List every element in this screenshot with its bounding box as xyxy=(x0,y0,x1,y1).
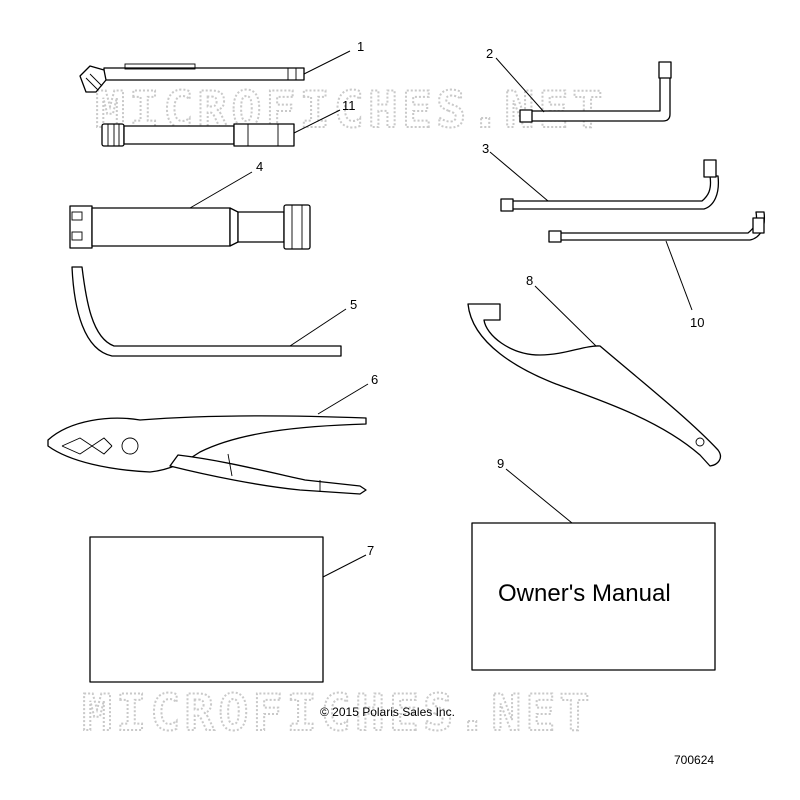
callout-4: 4 xyxy=(256,159,263,174)
callout-9: 9 xyxy=(497,456,504,471)
owners-manual-text: Owner's Manual xyxy=(498,580,671,607)
callout-5: 5 xyxy=(350,297,357,312)
callout-8: 8 xyxy=(526,273,533,288)
part-11-socket xyxy=(101,123,295,147)
part-2-torx-key xyxy=(519,61,672,123)
leader-5 xyxy=(289,308,347,347)
callout-11: 11 xyxy=(342,98,356,113)
part-5-l-key xyxy=(71,266,342,357)
part-9-owners-manual xyxy=(471,522,716,671)
callout-1: 1 xyxy=(357,39,364,54)
callout-3: 3 xyxy=(482,141,489,156)
copyright-text: © 2015 Polaris Sales Inc. xyxy=(320,705,455,719)
leader-1 xyxy=(303,50,351,75)
diagram-number: 700624 xyxy=(674,753,714,767)
leader-9 xyxy=(505,468,573,524)
leader-10 xyxy=(665,240,693,311)
leader-11 xyxy=(293,109,341,134)
part-4-tube-socket xyxy=(69,204,311,250)
leader-8 xyxy=(534,285,597,347)
callout-6: 6 xyxy=(371,372,378,387)
leader-6 xyxy=(317,383,369,415)
part-3-torx-key xyxy=(500,159,720,212)
watermark-bottom: MICROFICHES.NET xyxy=(82,684,594,742)
callout-7: 7 xyxy=(367,543,374,558)
part-1-tool xyxy=(79,63,305,93)
part-8-spanner xyxy=(467,303,722,467)
leader-4 xyxy=(189,171,253,209)
leader-2 xyxy=(495,57,545,113)
part-10-torx-key xyxy=(548,211,766,243)
callout-10: 10 xyxy=(690,315,704,330)
part-6-pliers xyxy=(47,415,367,495)
leader-3 xyxy=(489,151,549,202)
callout-2: 2 xyxy=(486,46,493,61)
part-7-card xyxy=(89,536,324,683)
leader-7 xyxy=(322,554,367,578)
